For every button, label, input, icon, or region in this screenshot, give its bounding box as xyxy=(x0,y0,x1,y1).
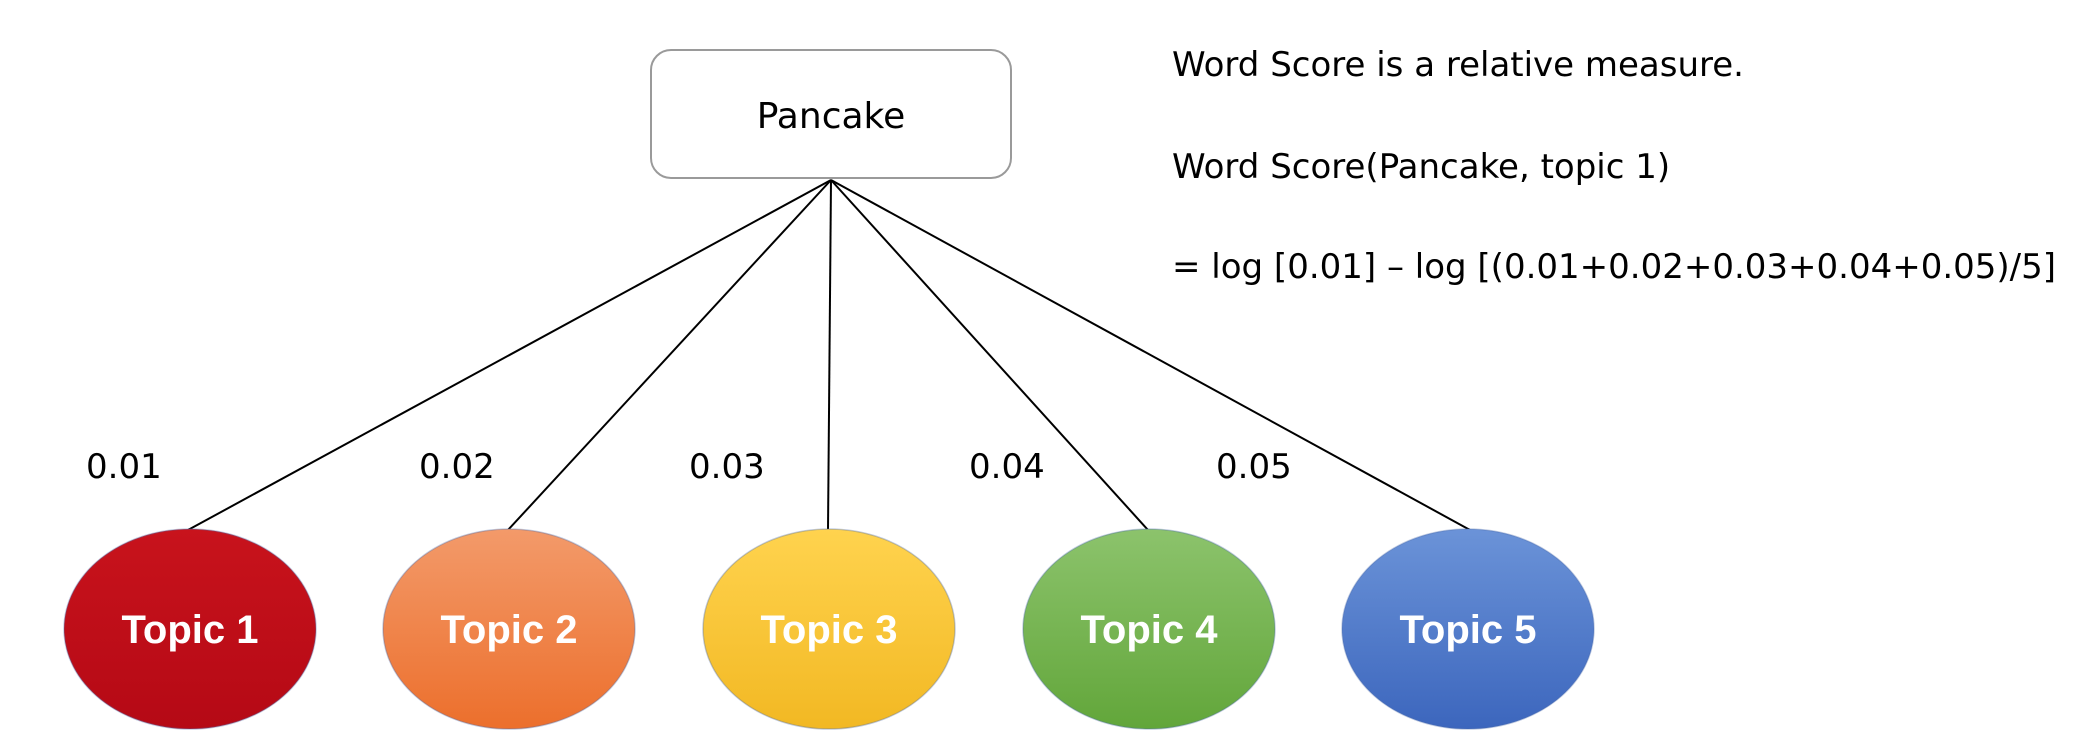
topic-node-3-shape xyxy=(702,528,956,730)
edge-weight-topic-4: 0.04 xyxy=(969,447,1045,487)
edge-root-topic-1 xyxy=(187,179,832,531)
topic-node-1-shape xyxy=(63,528,317,730)
edge-weights: 0.01 0.02 0.03 0.04 0.05 xyxy=(86,447,1292,487)
topic-node-1: Topic 1 xyxy=(63,528,317,730)
note-formula: = log [0.01] – log [(0.01+0.02+0.03+0.04… xyxy=(1172,247,2057,287)
edge-weight-topic-1: 0.01 xyxy=(86,447,162,487)
edge-weight-topic-2: 0.02 xyxy=(419,447,495,487)
edge-root-topic-4 xyxy=(830,179,1149,531)
edge-weight-topic-5: 0.05 xyxy=(1216,447,1292,487)
topic-node-1-label: Topic 1 xyxy=(121,608,258,652)
note-definition: Word Score is a relative measure. xyxy=(1172,45,1744,85)
topic-node-2-shape xyxy=(382,528,636,730)
root-node-box xyxy=(650,49,1012,179)
topic-node-3-label: Topic 3 xyxy=(760,608,897,652)
root-node: Pancake xyxy=(650,49,1012,179)
topic-node-5-label: Topic 5 xyxy=(1399,608,1536,652)
root-node-label: Pancake xyxy=(757,96,906,137)
topic-node-4-label: Topic 4 xyxy=(1080,608,1218,652)
edge-weight-topic-3: 0.03 xyxy=(689,447,765,487)
edge-root-topic-2 xyxy=(507,179,832,531)
edge-root-topic-5 xyxy=(830,179,1471,531)
topic-nodes: Topic 1 Topic 2 Topic 3 Topic 4 Topic 5 xyxy=(63,528,1595,730)
topic-node-4: Topic 4 xyxy=(1022,528,1276,730)
topic-node-5-shape xyxy=(1341,528,1595,730)
topic-node-3: Topic 3 xyxy=(702,528,956,730)
edge-root-topic-3 xyxy=(827,179,832,531)
note-formula-title: Word Score(Pancake, topic 1) xyxy=(1172,147,1671,187)
topic-node-2: Topic 2 xyxy=(382,528,636,730)
topic-node-4-shape xyxy=(1022,528,1276,730)
topic-node-2-label: Topic 2 xyxy=(440,608,577,652)
edges xyxy=(187,179,1471,531)
topic-node-5: Topic 5 xyxy=(1341,528,1595,730)
